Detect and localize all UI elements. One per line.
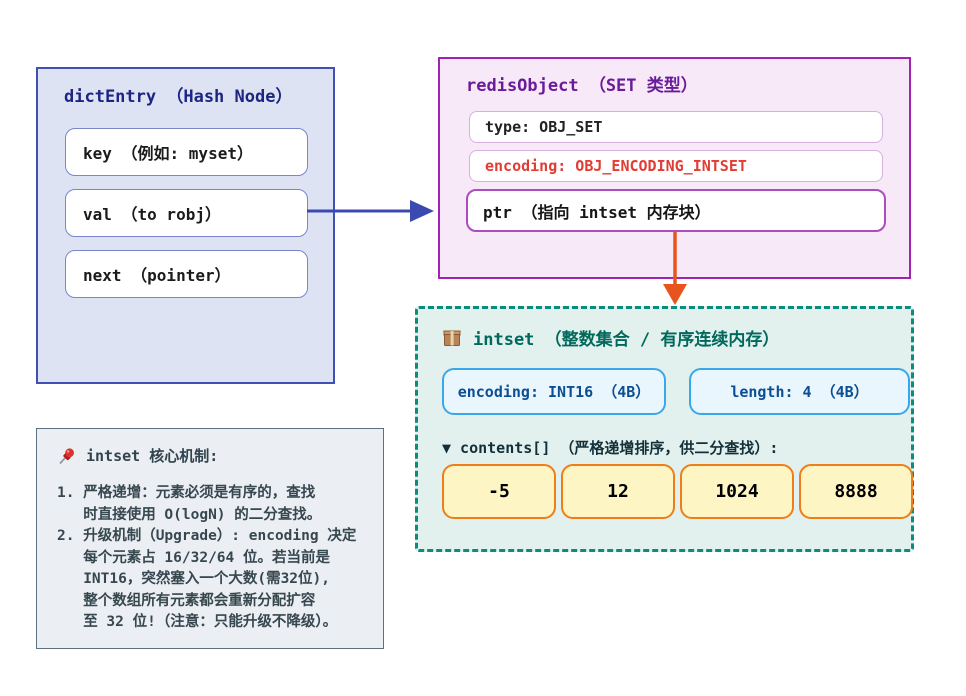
note-header: intset 核心机制: <box>57 445 218 466</box>
note-box: intset 核心机制: 1. 严格递增：元素必须是有序的，查找 时直接使用 O… <box>36 428 384 649</box>
intset-title-text: intset （整数集合 / 有序连续内存） <box>473 330 780 350</box>
intset-encoding-chip: encoding: INT16 （4B） <box>442 368 666 415</box>
dict-entry-field-next: next （pointer） <box>65 250 308 298</box>
redis-object-title: redisObject （SET 类型） <box>466 76 698 96</box>
dict-entry-field-key: key （例如: myset） <box>65 128 308 176</box>
dict-entry-title: dictEntry （Hash Node） <box>64 87 293 107</box>
package-icon <box>441 327 463 349</box>
note-line: 至 32 位!（注意：只能升级不降级）。 <box>57 614 338 630</box>
note-line: 时直接使用 O(logN) 的二分查找。 <box>57 506 322 523</box>
note-line: 1. 严格递增：元素必须是有序的，查找 <box>57 485 316 501</box>
note-line: 2. 升级机制（Upgrade）: encoding 决定 <box>57 528 357 544</box>
redis-object-field-encoding: encoding: OBJ_ENCODING_INTSET <box>469 150 883 182</box>
intset-cell-1: 12 <box>561 464 675 519</box>
intset-cell-2: 1024 <box>680 464 794 519</box>
note-line: 每个元素占 16/32/64 位。若当前是 <box>57 549 330 566</box>
intset-title: intset （整数集合 / 有序连续内存） <box>441 325 779 350</box>
note-title: intset 核心机制: <box>86 447 219 465</box>
note-line: 整个数组所有元素都会重新分配扩容 <box>57 592 316 609</box>
dict-entry-box: dictEntry （Hash Node） key （例如: myset） va… <box>36 67 335 384</box>
intset-length-chip: length: 4 （4B） <box>689 368 910 415</box>
intset-contents-label: ▼ contents[] （严格递增排序，供二分查找）: <box>442 439 779 457</box>
intset-box: intset （整数集合 / 有序连续内存） encoding: INT16 （… <box>415 306 914 552</box>
intset-cell-3: 8888 <box>799 464 913 519</box>
redis-object-box: redisObject （SET 类型） type: OBJ_SET encod… <box>438 57 911 279</box>
dict-entry-field-val: val （to robj） <box>65 189 308 237</box>
redis-object-field-type: type: OBJ_SET <box>469 111 883 143</box>
note-body: 1. 严格递增：元素必须是有序的，查找 时直接使用 O(logN) 的二分查找。… <box>57 483 356 634</box>
redis-object-field-ptr: ptr （指向 intset 内存块） <box>466 189 886 232</box>
note-line: INT16，突然塞入一个大数(需32位), <box>57 571 330 587</box>
intset-cell-0: -5 <box>442 464 556 519</box>
pushpin-icon <box>57 446 77 466</box>
